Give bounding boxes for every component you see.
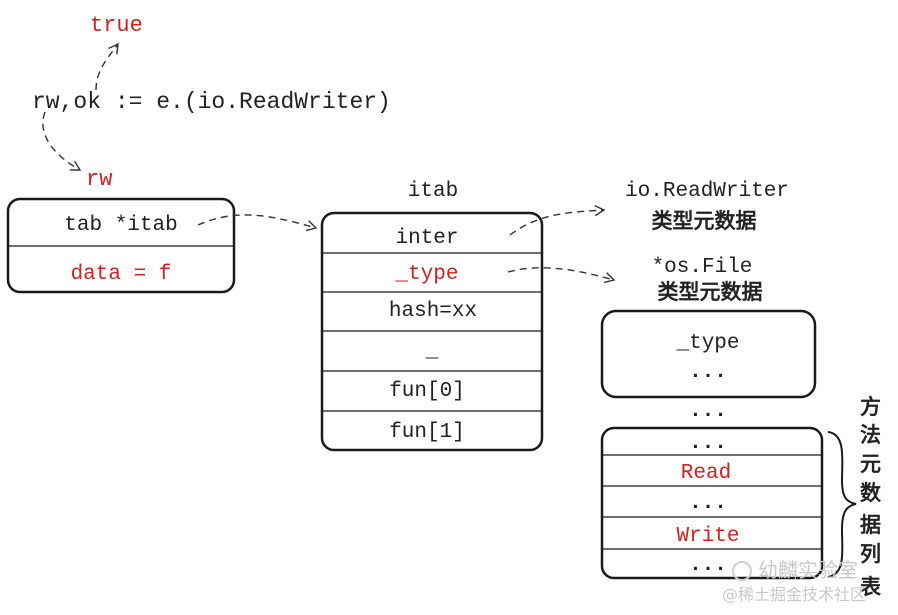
method-label-char-3: 数 [860, 481, 882, 505]
itab-row-inter: inter [395, 227, 458, 250]
method-label-char-4: 据 [860, 513, 881, 537]
iface-tab-field: tab *itab [64, 214, 177, 237]
arrow-tab-to-itab [197, 214, 318, 232]
watermark-line1: 幼麟实验室 [758, 558, 858, 582]
itab-row-fun0: fun[0] [389, 380, 465, 403]
io-rw-desc: 类型元数据 [652, 209, 757, 233]
assertion-code-prefix: rw,ok := e. [32, 89, 184, 115]
io-rw-name: io.ReadWriter [625, 180, 789, 203]
itab-row-pad: _ [425, 340, 439, 363]
method-row-4: ... [689, 554, 727, 577]
method-label-char-2: 元 [860, 452, 881, 476]
os-file-type-ellipsis: ... [689, 361, 727, 384]
assertion-result: true [90, 13, 143, 38]
arrow-rw-to-iface [42, 111, 82, 171]
method-label-char-1: 法 [860, 423, 881, 447]
itab-title: itab [408, 180, 458, 203]
os-file-name: *os.File [652, 256, 753, 279]
method-row-2: ... [689, 492, 727, 515]
arrow-ok-to-true [95, 42, 119, 91]
os-file-type-field: _type [675, 332, 739, 355]
watermark: 幼麟实验室 @稀土掘金技术社区 [722, 558, 866, 604]
watermark-line2: @稀土掘金技术社区 [722, 585, 866, 604]
assertion-code: rw,ok := e.(io.ReadWriter) [32, 89, 391, 115]
watermark-logo-icon [732, 561, 752, 581]
iface-label: rw [86, 167, 112, 192]
os-file-desc: 类型元数据 [658, 280, 763, 304]
assertion-code-paren: (io.ReadWriter) [184, 89, 391, 115]
method-row-0: ... [689, 432, 727, 455]
method-row-write: Write [676, 525, 739, 548]
method-list-label: 方 法 元 数 据 列 表 [860, 395, 882, 599]
arrow-type-to-os-file [507, 267, 616, 284]
method-label-char-0: 方 [860, 395, 881, 419]
os-file-gap-ellipsis: ... [689, 400, 727, 423]
arrow-inter-to-io-rw [509, 204, 606, 236]
method-row-read: Read [681, 462, 731, 485]
itab-row-type: _type [394, 263, 458, 286]
itab-row-hash: hash=xx [389, 300, 477, 323]
method-table-box [600, 426, 824, 580]
os-file-type-box [600, 309, 817, 399]
method-brace [827, 431, 857, 578]
method-label-char-6: 表 [860, 575, 882, 599]
method-label-char-5: 列 [860, 542, 881, 566]
iface-data-field: data = f [71, 263, 172, 286]
itab-row-fun1: fun[1] [389, 421, 465, 444]
